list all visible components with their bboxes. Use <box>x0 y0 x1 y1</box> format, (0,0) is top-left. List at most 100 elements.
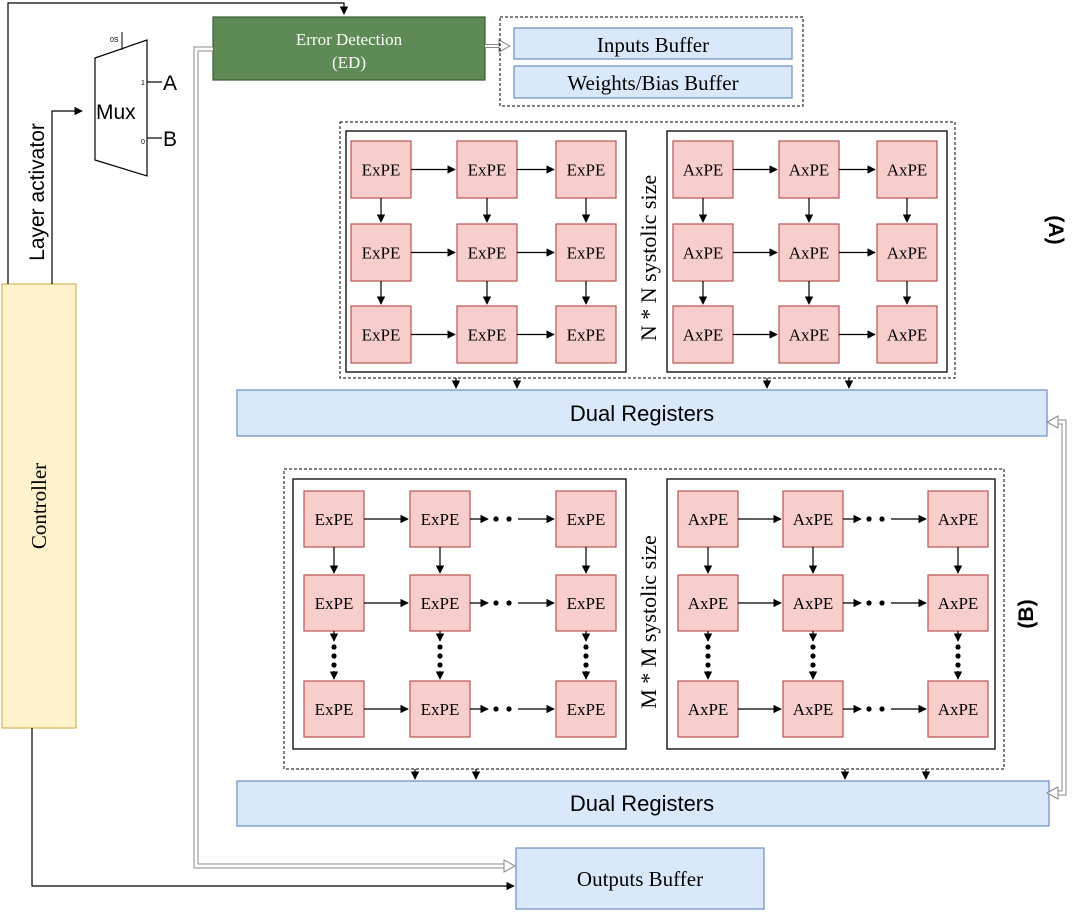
array-b-approx-pe-label: AxPE <box>938 510 979 529</box>
array-a-exact-pe-label: ExPE <box>362 244 401 263</box>
array-a-exact-pe-label: ExPE <box>567 244 606 263</box>
array-b-approx-pe-label: AxPE <box>793 700 834 719</box>
error-detection-abbrev: (ED) <box>332 53 366 72</box>
array-a-exact-pe <box>555 223 617 282</box>
controller-label: Controller <box>27 463 51 549</box>
error-detection-block <box>212 16 486 81</box>
array-a-exact-pe-label: ExPE <box>468 244 507 263</box>
array-b-approx-panel <box>666 478 996 750</box>
array-a-approx-pe-label: AxPE <box>683 244 724 263</box>
array-b-approx-pe-label: AxPE <box>793 594 834 613</box>
array-a-tag: (A) <box>1044 215 1067 244</box>
array-a-exact-pe-label: ExPE <box>567 161 606 180</box>
array-a-exact-pe-label: ExPE <box>567 326 606 345</box>
array-a-approx-pe-label: AxPE <box>683 161 724 180</box>
inputs-buffer <box>513 27 793 60</box>
array-a-size-label: N * N systolic size <box>636 175 661 341</box>
weights-bias-buffer <box>513 65 793 99</box>
array-b-approx-pe-label: AxPE <box>688 700 729 719</box>
controller-to-outputs-wire <box>31 728 515 891</box>
array-b-exact-pe-label: ExPE <box>567 700 606 719</box>
array-b-exact-pe <box>555 490 617 548</box>
array-b-exact-pe <box>303 680 365 738</box>
array-a-approx-pe <box>876 305 938 364</box>
array-a-exact-pe-label: ExPE <box>468 326 507 345</box>
array-a-approx-pe-label: AxPE <box>887 244 928 263</box>
mux-in1-label: 1 <box>141 80 145 87</box>
array-b-approx-pe <box>677 574 739 632</box>
array-b-approx-pe <box>782 574 844 632</box>
array-b-exact-panel <box>292 478 627 750</box>
array-b-exact-pe-label: ExPE <box>567 594 606 613</box>
array-b-approx-pe <box>782 680 844 738</box>
array-a-exact-pe <box>555 140 617 199</box>
array-a-approx-pe <box>778 305 840 364</box>
array-b-size-label: M * M systolic size <box>636 535 661 709</box>
array-b-approx-pe <box>677 680 739 738</box>
array-b-approx-pe-label: AxPE <box>688 594 729 613</box>
array-b-approx-pe-label: AxPE <box>688 510 729 529</box>
mux-select-label: 0S <box>110 37 119 44</box>
array-b-exact-pe-label: ExPE <box>421 594 460 613</box>
array-a-exact-pe-label: ExPE <box>468 161 507 180</box>
array-b-exact-pe-label: ExPE <box>315 510 354 529</box>
array-b-exact-pe-label: ExPE <box>421 700 460 719</box>
layer-activator-label: Layer activator <box>26 123 49 261</box>
dual-registers-b-label: Dual Registers <box>570 791 714 816</box>
array-b-exact-pe-label: ExPE <box>315 594 354 613</box>
dual-registers-b <box>236 780 1050 827</box>
array-a-exact-pe <box>456 223 518 282</box>
array-a-approx-pe-label: AxPE <box>887 161 928 180</box>
array-a-approx-pe-label: AxPE <box>683 326 724 345</box>
array-a-approx-pe-label: AxPE <box>887 326 928 345</box>
array-a-approx-pe-label: AxPE <box>789 161 830 180</box>
array-b-approx-pe-label: AxPE <box>938 594 979 613</box>
controller-block <box>1 283 77 729</box>
mux-block <box>94 39 148 177</box>
array-b-approx-pe <box>927 490 989 548</box>
mux-label: Mux <box>96 101 136 124</box>
array-a-group <box>339 121 956 379</box>
dual-registers-a-label: Dual Registers <box>570 401 714 426</box>
array-b-exact-pe <box>409 574 471 632</box>
error-detection-title: Error Detection <box>296 30 403 49</box>
array-b-exact-pe-label: ExPE <box>315 700 354 719</box>
array-b-exact-pe <box>555 574 617 632</box>
controller-to-ed-wire <box>7 2 349 284</box>
array-b-tag: (B) <box>1015 599 1038 628</box>
array-b-group <box>283 468 1005 770</box>
outputs-buffer-label: Outputs Buffer <box>577 867 703 891</box>
controller-to-mux-wire <box>51 106 83 284</box>
array-b-approx-pe <box>927 574 989 632</box>
array-b-approx-pe-label: AxPE <box>793 510 834 529</box>
array-a-exact-panel <box>345 130 627 373</box>
array-a-approx-pe <box>876 140 938 199</box>
outputs-buffer <box>515 847 765 910</box>
array-b-exact-pe-label: ExPE <box>421 510 460 529</box>
array-b-approx-pe-label: AxPE <box>938 700 979 719</box>
array-a-pe-grid: ExPE ExPE ExPE ExPE ExPE ExPE ExPE ExPE ExPE AxPE… <box>350 140 938 364</box>
array-b-approx-pe <box>782 490 844 548</box>
array-a-approx-pe-label: AxPE <box>789 244 830 263</box>
array-a-exact-pe <box>555 305 617 364</box>
array-a-exact-pe-label: ExPE <box>362 161 401 180</box>
mux-in0-label: 0 <box>141 139 145 146</box>
array-a-approx-pe <box>672 305 734 364</box>
array-b-exact-pe <box>555 680 617 738</box>
dual-registers-a <box>236 389 1048 437</box>
array-a-exact-pe <box>350 305 412 364</box>
array-b-exact-pe <box>303 490 365 548</box>
mux-output-a: A <box>163 72 177 95</box>
array-a-exact-pe <box>456 140 518 199</box>
array-b-approx-pe <box>927 680 989 738</box>
array-a-exact-pe <box>350 140 412 199</box>
array-a-approx-panel <box>666 130 948 373</box>
buffers-group <box>499 16 804 107</box>
array-b-exact-pe <box>409 680 471 738</box>
array-b-exact-pe <box>303 574 365 632</box>
inputs-buffer-label: Inputs Buffer <box>597 33 709 57</box>
array-a-exact-pe-label: ExPE <box>362 326 401 345</box>
mux-output-b: B <box>163 128 177 151</box>
